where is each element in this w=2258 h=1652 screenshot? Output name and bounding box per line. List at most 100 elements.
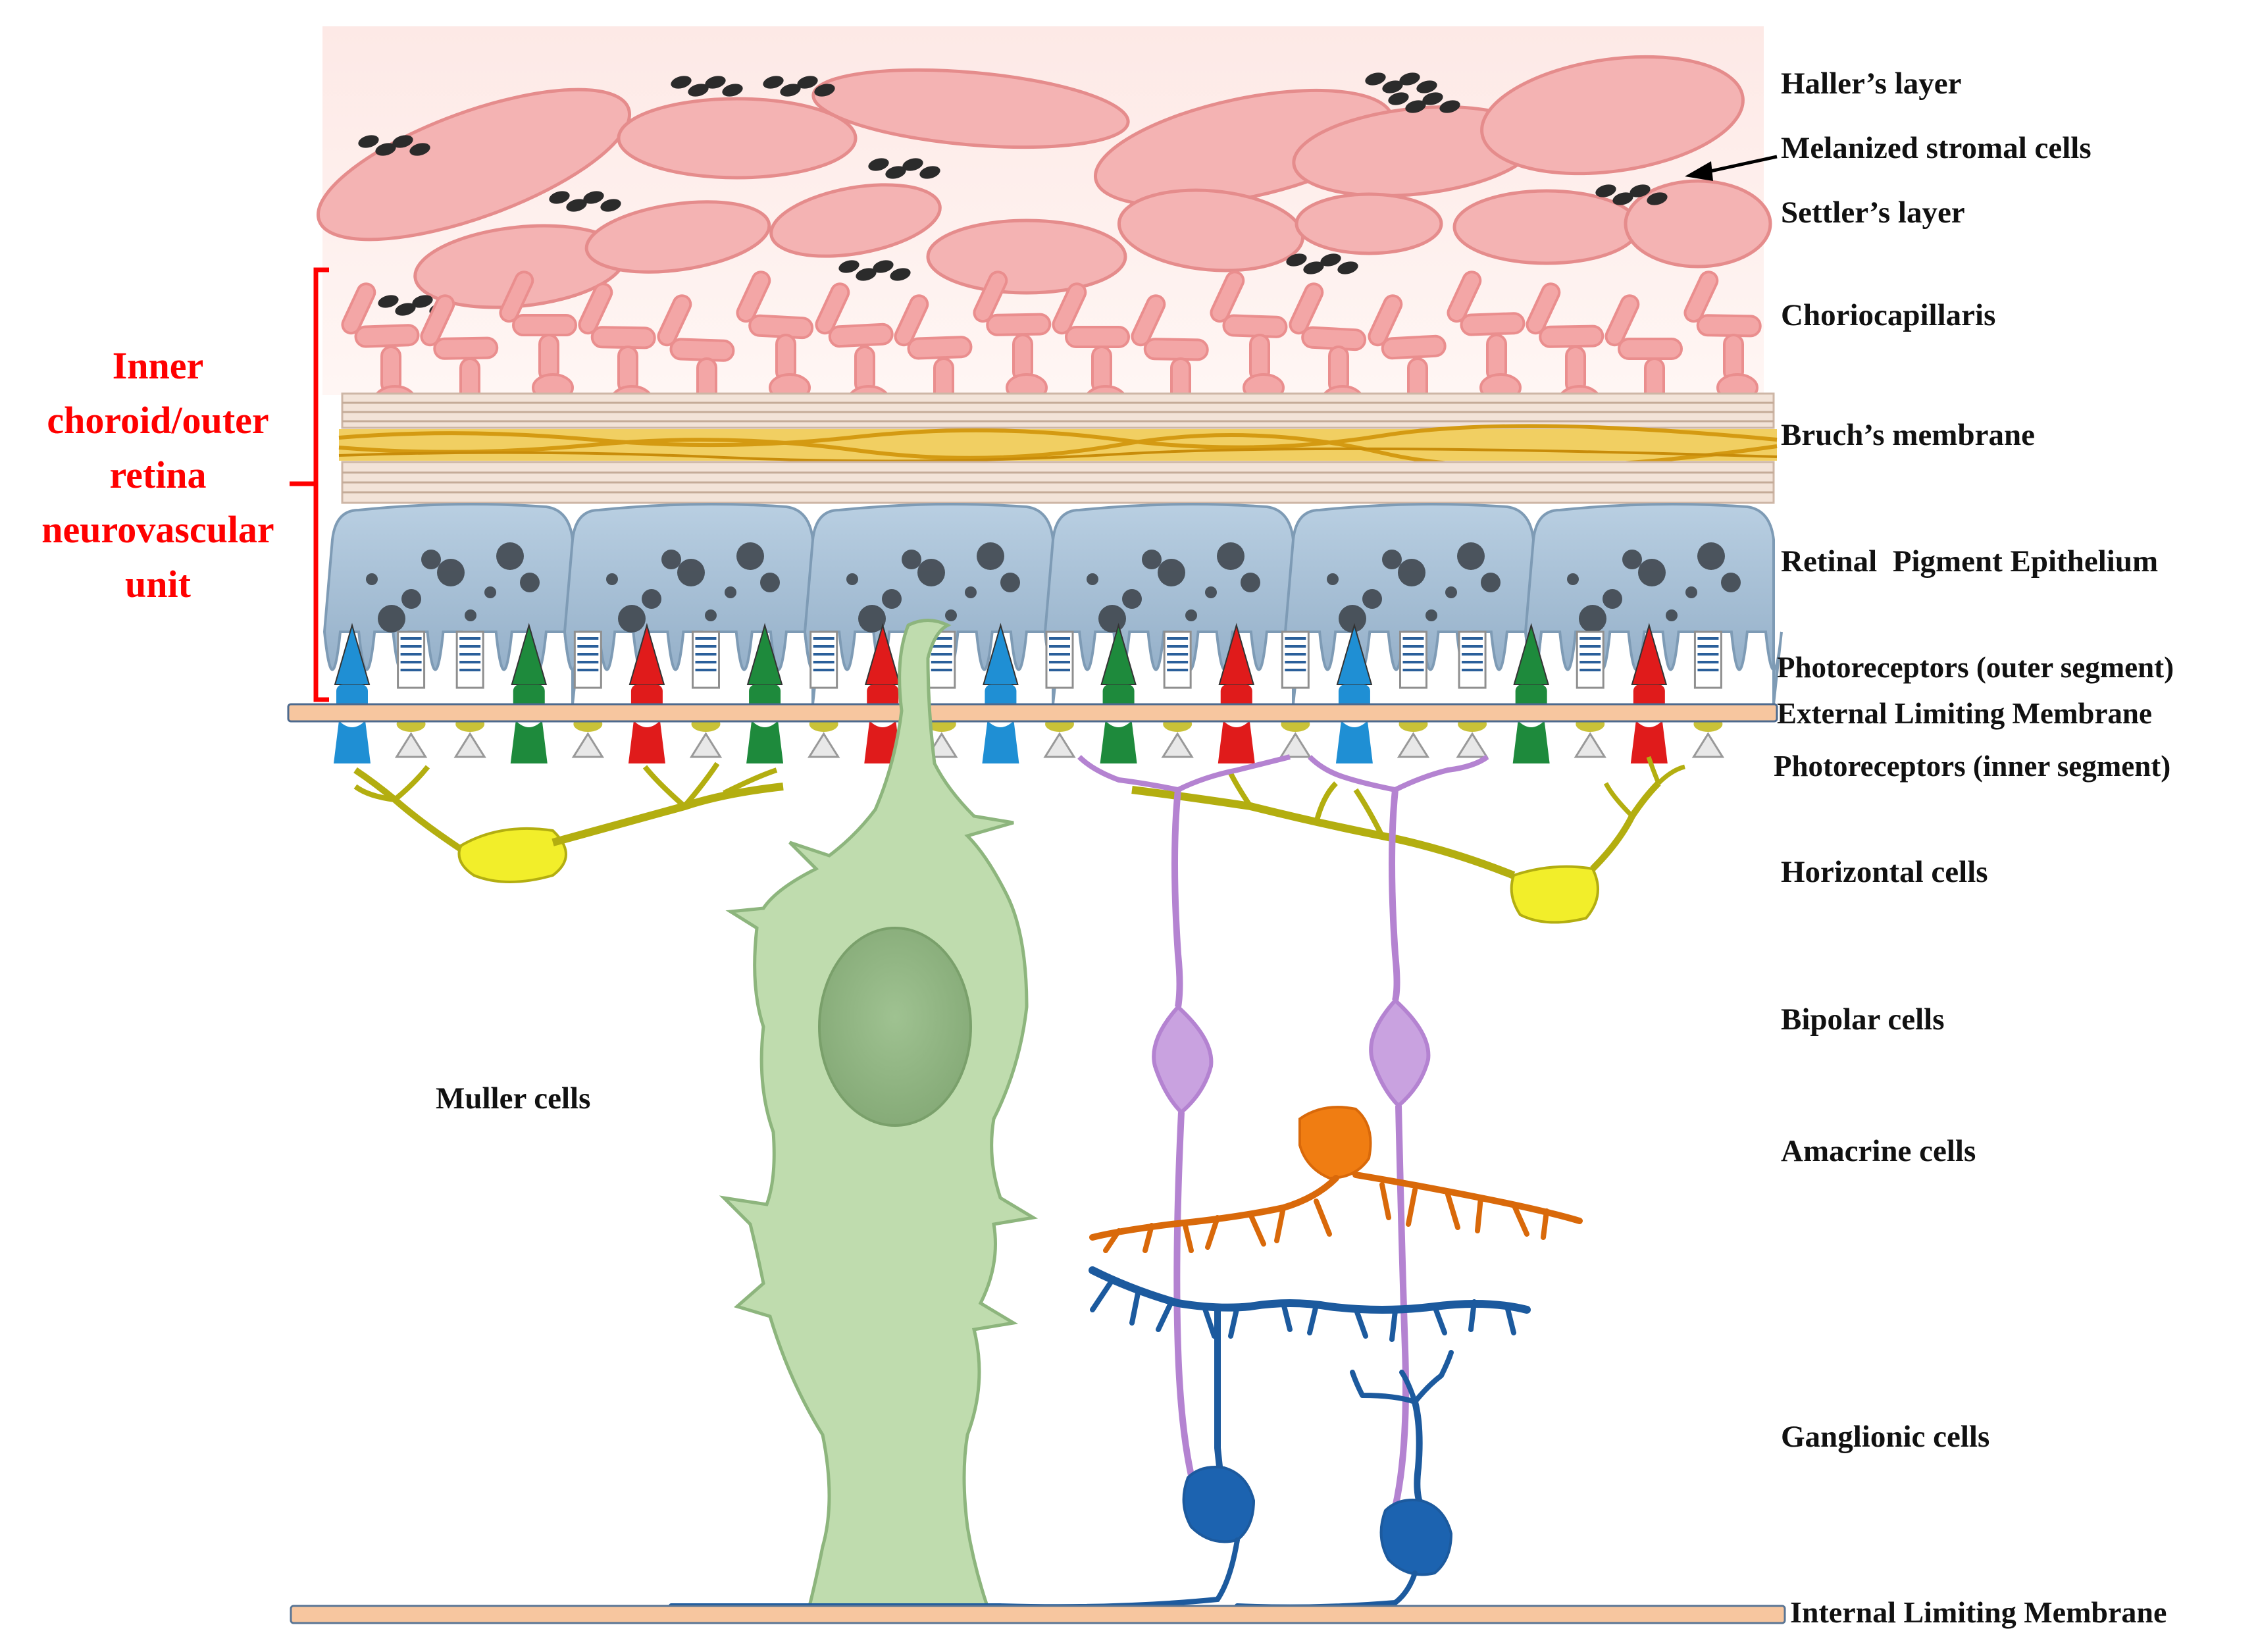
rod-outer-segment (692, 631, 720, 689)
melanocyte (873, 260, 894, 273)
cone-pedicle (628, 721, 665, 763)
label-horizontal-cells: Horizontal cells (1781, 855, 1988, 889)
cone-pedicle (334, 721, 371, 763)
label-melanized-stromal-cells: Melanized stromal cells (1781, 131, 2091, 165)
rod-outer-segment (1576, 631, 1604, 689)
melanocyte (1399, 72, 1420, 86)
melanin-granule (1362, 589, 1382, 609)
rod-terminal (1043, 732, 1076, 758)
melanocyte (1405, 100, 1426, 113)
cone-pedicle (982, 721, 1019, 763)
melanin-granule (736, 542, 764, 570)
melanocyte (1439, 100, 1460, 113)
rod-terminal (571, 732, 605, 758)
melanin-granule (1327, 573, 1339, 585)
melanocyte (1629, 184, 1651, 197)
melanin-granule (1382, 550, 1402, 569)
melanocyte (566, 199, 587, 212)
cone-pedicle (1100, 721, 1137, 763)
neurovascular-unit-title: Inner choroid/outer retina neurovascular… (13, 338, 303, 611)
title-line-3: retina (109, 453, 207, 496)
capillary-branch (973, 271, 1008, 323)
choroid-vessels (316, 55, 1772, 309)
melanin-granule (618, 605, 646, 632)
melanocyte (1286, 253, 1307, 267)
melanocyte (1382, 80, 1403, 93)
melanocyte (1337, 261, 1358, 274)
capillary-segment (590, 326, 656, 349)
melanocyte (600, 199, 621, 212)
melanocyte (1303, 261, 1324, 274)
cone-pedicle (510, 721, 548, 763)
capillary-branch (578, 282, 613, 335)
melanin-granule (1205, 586, 1217, 598)
capillary-segment (1460, 312, 1526, 336)
capillary-segment (828, 323, 894, 348)
capillary-branch (1604, 294, 1640, 347)
capillary-segment (354, 324, 420, 348)
capillary-segment (1143, 338, 1209, 361)
label-external-limiting-membrane: External Limiting Membrane (1777, 697, 2152, 730)
rod-terminal (1456, 732, 1489, 758)
melanocyte (412, 295, 433, 308)
cone-outer-segment (864, 623, 901, 685)
capillary-branch (420, 294, 455, 347)
label-ganglionic-cells: Ganglionic cells (1781, 1420, 1990, 1454)
muller-cell (719, 619, 1039, 1608)
rod-terminal (807, 732, 840, 758)
melanin-granule (1425, 609, 1437, 621)
title-line-5: unit (125, 563, 191, 606)
capillary-branch (815, 282, 850, 335)
melanin-granule (642, 589, 661, 609)
label-choriocapillaris: Choriocapillaris (1781, 298, 1996, 332)
internal-limiting-membrane (290, 1605, 1786, 1624)
capillary-segment (512, 314, 577, 336)
label-hallers-layer: Haller’s layer (1781, 66, 1962, 101)
melanin-granule (917, 559, 945, 586)
capillary-branch (1683, 271, 1719, 323)
melanin-granule (465, 609, 476, 621)
melanin-granule (1685, 586, 1697, 598)
melanin-granule (1339, 605, 1366, 632)
title-line-4: neurovascular (41, 508, 274, 551)
melanin-granule (725, 586, 736, 598)
melanin-granule (1185, 609, 1197, 621)
capillary-segment (1618, 338, 1683, 360)
melanin-granule (1217, 542, 1244, 570)
capillary-segment (1222, 314, 1288, 338)
rod-outer-segment (1399, 631, 1427, 689)
melanin-granule (1000, 573, 1020, 592)
melanocyte (868, 158, 889, 171)
melanocyte (856, 268, 877, 281)
melanin-granule (1445, 586, 1457, 598)
melanin-granule (378, 605, 405, 632)
capillary-segment (748, 314, 814, 340)
label-amacrine-cells: Amacrine cells (1781, 1134, 1976, 1168)
capillary-branch (1526, 282, 1561, 335)
capillary-branch (894, 294, 929, 347)
bipolar-cells (1077, 754, 1489, 1509)
capillary-segment (1381, 334, 1447, 360)
melanin-granule (366, 573, 378, 585)
rod-outer-segment (1693, 631, 1722, 689)
cone-pedicle (746, 721, 784, 763)
melanocyte (1647, 192, 1668, 205)
rod-outer-segment (1281, 631, 1310, 689)
melanin-granule (1398, 559, 1425, 586)
rod-outer-segment (397, 631, 426, 689)
melanocyte (375, 143, 396, 156)
capillary-branch (1447, 271, 1482, 323)
melanin-granule (1567, 573, 1579, 585)
melanized-stromal-cells (358, 72, 1668, 316)
capillary-branch (736, 271, 771, 323)
melanocyte (890, 268, 911, 281)
rod-terminal (1279, 732, 1312, 758)
melanin-granule (401, 589, 421, 609)
capillary-segment (1696, 314, 1762, 338)
capillary-branch (1131, 294, 1166, 347)
melanin-granule (1142, 550, 1162, 569)
title-line-2: choroid/outer (47, 399, 269, 442)
retinal-pigment-epithelium (322, 503, 1783, 705)
rod-terminal (689, 732, 723, 758)
